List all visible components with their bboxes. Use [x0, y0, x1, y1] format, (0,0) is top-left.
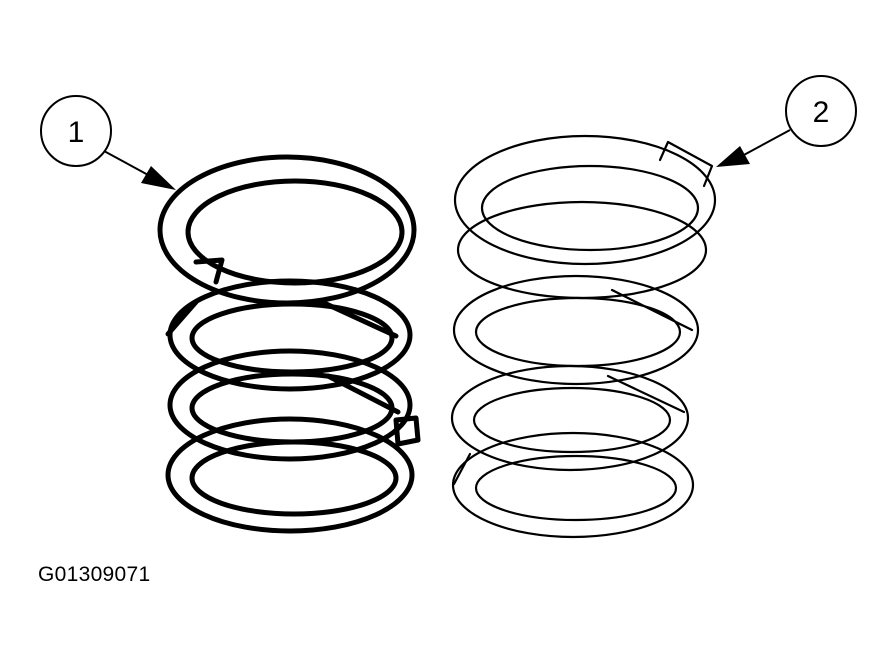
figure-id: G01309071 — [38, 563, 151, 586]
left-spring-helix-connector — [325, 373, 401, 415]
left-spring-bottom-coil-outer — [165, 416, 415, 534]
right-spring-helix-connector — [452, 452, 472, 486]
callout-1: 1 — [40, 95, 176, 190]
left-spring-coil-2-inner — [189, 301, 395, 375]
left-spring-bottom-wire-end — [393, 415, 421, 447]
right-spring-top-coil-inner — [480, 164, 700, 252]
left-spring-top-coil-inner — [185, 178, 405, 286]
left-spring-helix-connector — [165, 299, 199, 337]
right-spring-top-coil-outer — [453, 134, 717, 266]
right-spring-coil-3-outer — [450, 364, 690, 472]
left-spring-coil-3-inner — [189, 371, 395, 445]
callout-2-leader-line — [741, 129, 791, 157]
right-spring-helix-connector — [610, 288, 694, 332]
callout-2-circle — [785, 75, 857, 147]
left-spring-top-coil-outer — [157, 154, 417, 306]
callout-1-leader-line — [103, 150, 151, 177]
left-spring — [157, 154, 421, 534]
left-spring-coil-3-outer — [167, 348, 413, 462]
right-spring — [450, 134, 717, 539]
left-spring-helix-connector — [319, 299, 399, 339]
right-spring-top-wire-end — [658, 140, 714, 188]
right-spring-bottom-coil-inner — [474, 454, 678, 522]
callout-1-label: 1 — [68, 116, 85, 149]
left-spring-bottom-coil-inner — [189, 439, 399, 517]
right-spring-coil-3-inner — [472, 386, 672, 454]
right-spring-bottom-coil-outer — [451, 431, 695, 539]
left-spring-top-wire-end — [193, 257, 225, 285]
callout-2-label: 2 — [813, 96, 830, 129]
right-spring-coil-1-outer — [456, 200, 708, 300]
callout-2-arrowhead — [716, 146, 750, 167]
callout-1-arrowhead — [141, 166, 176, 190]
callout-1-circle — [40, 95, 112, 167]
right-spring-helix-connector — [606, 374, 686, 414]
callout-2: 2 — [716, 75, 857, 167]
right-spring-coil-2-outer — [452, 274, 700, 386]
